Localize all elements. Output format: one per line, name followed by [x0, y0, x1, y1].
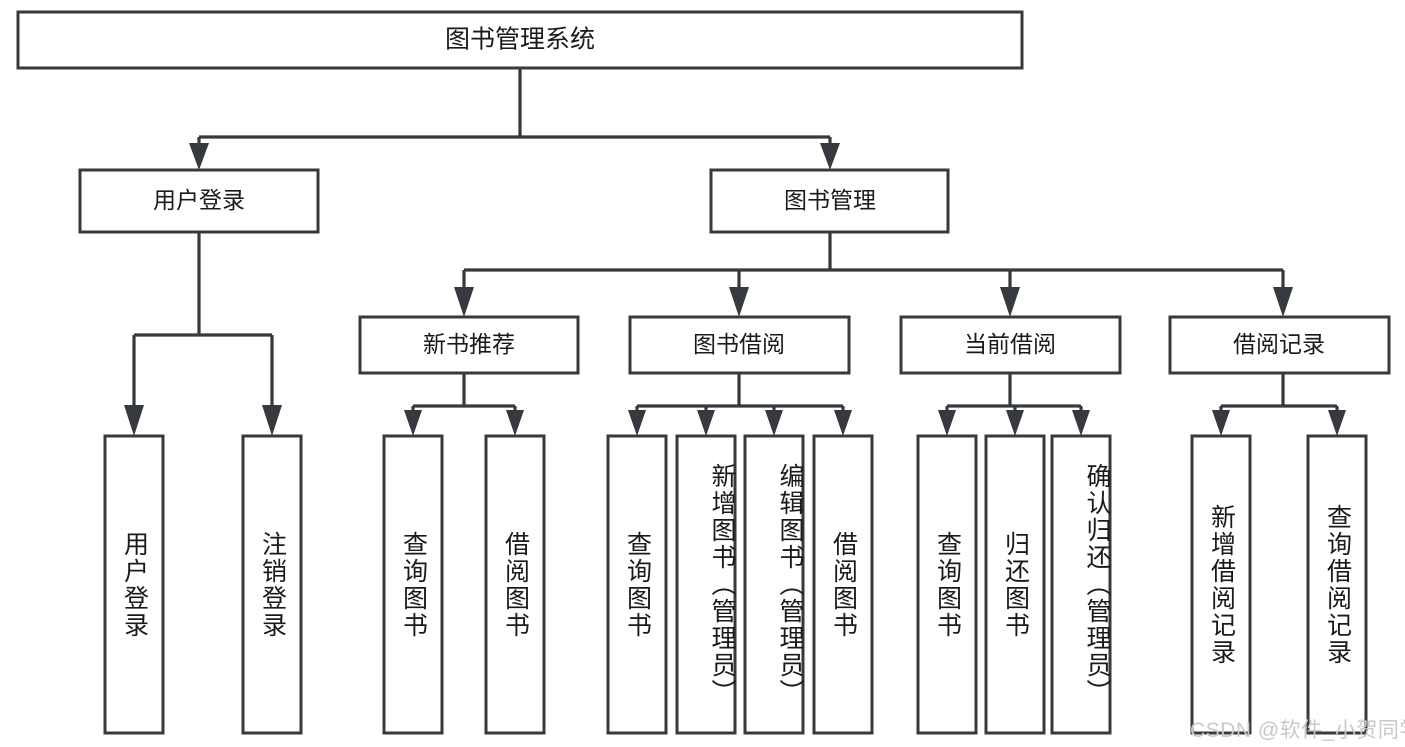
node-book-manage-label: 图书管理	[784, 187, 876, 213]
node-root-label: 图书管理系统	[445, 26, 595, 54]
csdn-watermark: CSDN @软件_小贺同学	[1190, 719, 1405, 742]
node-current-borrow[interactable]: 当前借阅	[899, 315, 1122, 375]
connector-group-book-manage	[454, 232, 1293, 317]
arrow-to-leaf-user-login	[124, 405, 144, 436]
node-borrow-record[interactable]: 借阅记录	[1168, 315, 1391, 375]
arrow-to-new-book-recommend	[454, 287, 474, 317]
arrow-to-borrow-record	[1273, 287, 1293, 317]
node-leaf-confirm-return-box[interactable]	[1050, 434, 1112, 735]
node-book-borrow[interactable]: 图书借阅	[628, 315, 851, 375]
connector-group-new-book-recommend	[404, 373, 524, 436]
arrow-to-leaf-return-book	[1006, 410, 1024, 436]
node-book-borrow-box[interactable]	[628, 315, 851, 375]
arrow-to-book-borrow	[729, 287, 749, 317]
arrow-to-leaf-query-book-3	[938, 410, 956, 436]
node-current-borrow-label: 当前借阅	[964, 331, 1056, 357]
node-borrow-record-label: 借阅记录	[1233, 331, 1325, 357]
node-new-book-recommend-box[interactable]	[358, 315, 580, 375]
arrow-to-leaf-confirm-return	[1072, 410, 1090, 436]
node-book-manage[interactable]: 图书管理	[709, 168, 950, 234]
arrow-to-leaf-user-logout	[262, 405, 282, 436]
arrow-to-user-login	[189, 143, 209, 170]
arrow-to-current-borrow	[1000, 287, 1020, 317]
node-leaf-query-record-box[interactable]	[1306, 434, 1368, 735]
arrow-to-leaf-query-book-1	[404, 410, 422, 436]
node-leaf-query-book-2-box[interactable]	[606, 434, 668, 735]
arrow-to-leaf-borrow-book-2	[834, 410, 852, 436]
arrow-to-book-manage	[820, 143, 840, 170]
node-leaf-add-record-box[interactable]	[1190, 434, 1252, 735]
connector-group-user-login	[124, 232, 282, 436]
arrow-to-leaf-query-record	[1328, 410, 1346, 436]
node-leaf-return-book-box[interactable]	[984, 434, 1046, 735]
connector-group-borrow-record	[1212, 373, 1346, 436]
node-leaf-query-book-1-box[interactable]	[382, 434, 444, 735]
node-leaf-borrow-book-1-box[interactable]	[484, 434, 546, 735]
node-leaf-query-book-3-box[interactable]	[916, 434, 978, 735]
arrow-to-leaf-borrow-book-1	[506, 410, 524, 436]
arrow-to-leaf-edit-book	[765, 410, 783, 436]
connector-group-book-borrow	[628, 373, 852, 436]
node-borrow-record-box[interactable]	[1168, 315, 1391, 375]
node-new-book-recommend-label: 新书推荐	[423, 331, 515, 357]
node-book-manage-box[interactable]	[709, 168, 950, 234]
node-user-login[interactable]: 用户登录	[78, 168, 320, 234]
node-leaf-edit-book-box[interactable]	[743, 434, 805, 735]
node-book-borrow-label: 图书借阅	[693, 331, 785, 357]
node-leaf-add-book-box[interactable]	[675, 434, 737, 735]
node-leaf-user-login-box[interactable]	[103, 434, 165, 735]
node-new-book-recommend[interactable]: 新书推荐	[358, 315, 580, 375]
node-user-login-label: 用户登录	[153, 187, 245, 213]
node-root[interactable]: 图书管理系统	[16, 10, 1024, 70]
node-current-borrow-box[interactable]	[899, 315, 1122, 375]
node-leaf-user-logout-box[interactable]	[241, 434, 303, 735]
arrow-to-leaf-query-book-2	[628, 410, 646, 436]
connector-group-current-borrow	[938, 373, 1090, 436]
node-root-box[interactable]	[16, 10, 1024, 70]
node-user-login-box[interactable]	[78, 168, 320, 234]
connector-group-root	[189, 68, 840, 170]
arrow-to-leaf-add-record	[1212, 410, 1230, 436]
node-leaf-borrow-book-2-box[interactable]	[812, 434, 874, 735]
arrow-to-leaf-add-book	[697, 410, 715, 436]
